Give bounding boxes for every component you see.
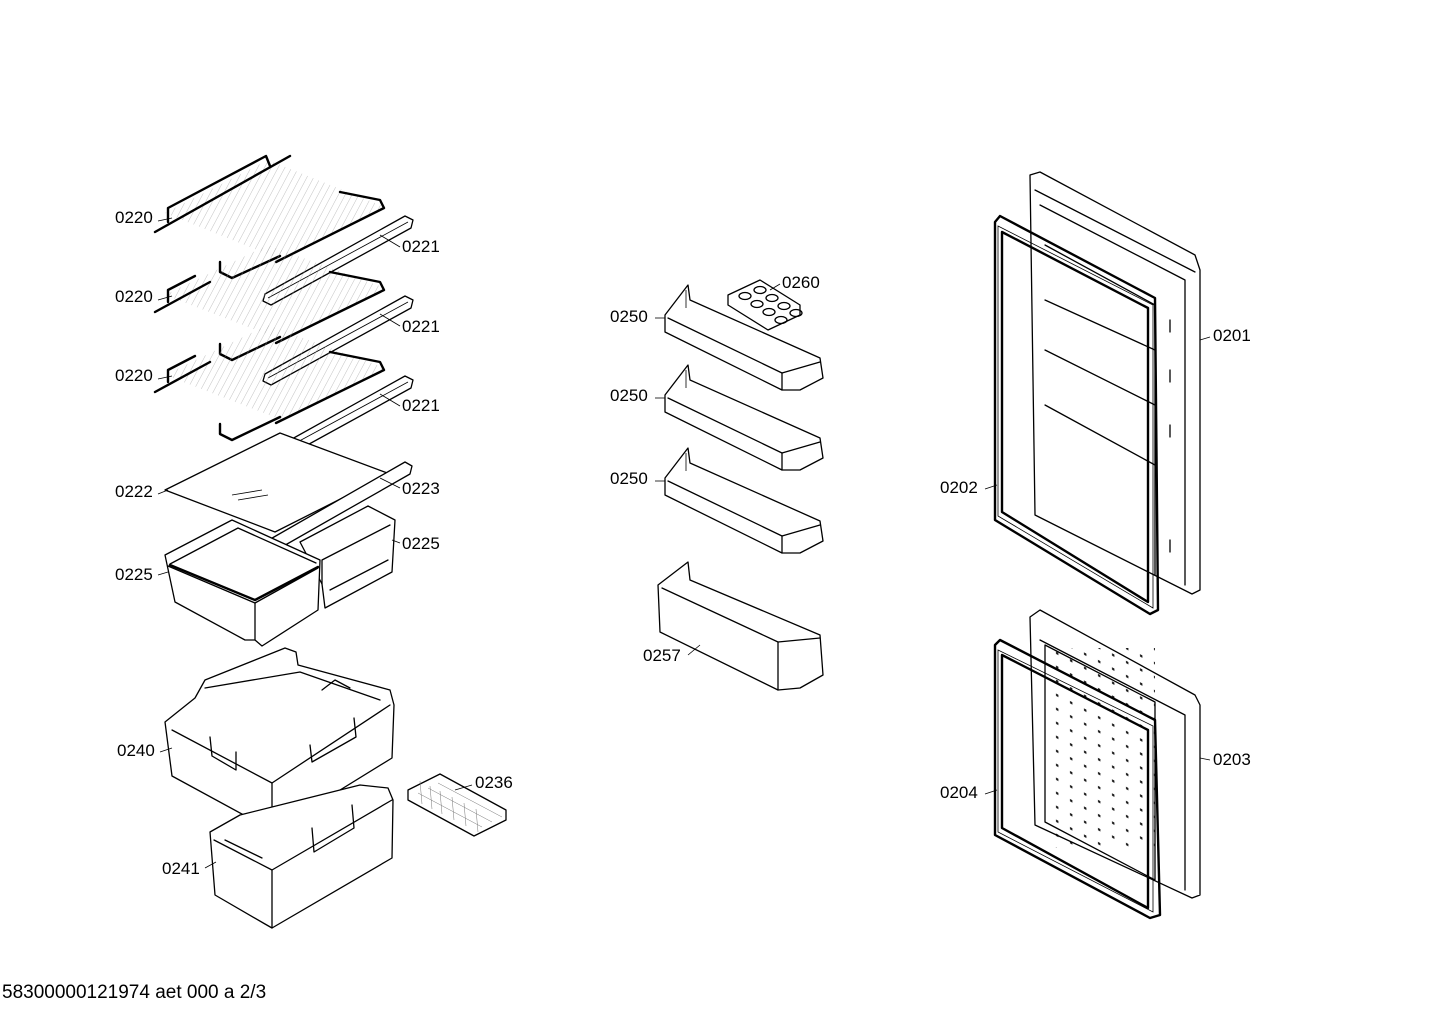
part-label: 0241 — [162, 859, 200, 878]
leader-lines — [157, 217, 1211, 869]
door-bin-3 — [664, 447, 824, 554]
part-label: 0221 — [402, 237, 440, 256]
part-label: 0220 — [115, 208, 153, 227]
fridge-door-panel — [1029, 171, 1201, 595]
part-label: 0236 — [475, 773, 513, 792]
part-label: 0240 — [117, 741, 155, 760]
part-label: 0201 — [1213, 326, 1251, 345]
part-label: 0220 — [115, 366, 153, 385]
part-label: 0204 — [940, 783, 978, 802]
part-label: 0260 — [782, 273, 820, 292]
egg-tray — [727, 279, 803, 331]
part-label: 0250 — [610, 307, 648, 326]
wire-shelf-3 — [153, 325, 386, 442]
part-label: 0250 — [610, 386, 648, 405]
bottle-bin — [657, 561, 824, 691]
part-label: 0257 — [643, 646, 681, 665]
freezer-door-gasket — [993, 638, 1162, 920]
crisper-drawer-right — [299, 505, 396, 609]
crisper-drawer-left — [164, 519, 321, 647]
ice-tray — [407, 773, 507, 837]
part-label: 0225 — [115, 565, 153, 584]
door-bin-1 — [664, 284, 824, 391]
part-label: 0220 — [115, 287, 153, 306]
part-label: 0250 — [610, 469, 648, 488]
freezer-drawer-lower — [209, 784, 394, 929]
part-label: 0202 — [940, 478, 978, 497]
freezer-drawer-upper — [164, 647, 395, 833]
document-reference: 58300000121974 aet 000 a 2/3 — [2, 982, 266, 1003]
part-label: 0223 — [402, 479, 440, 498]
freezer-door-panel — [1029, 609, 1201, 899]
part-label: 0203 — [1213, 750, 1251, 769]
fridge-door-gasket — [993, 214, 1160, 616]
part-label: 0225 — [402, 534, 440, 553]
part-label: 0221 — [402, 317, 440, 336]
part-label: 0222 — [115, 482, 153, 501]
part-label: 0221 — [402, 396, 440, 415]
door-bin-2 — [664, 364, 824, 471]
